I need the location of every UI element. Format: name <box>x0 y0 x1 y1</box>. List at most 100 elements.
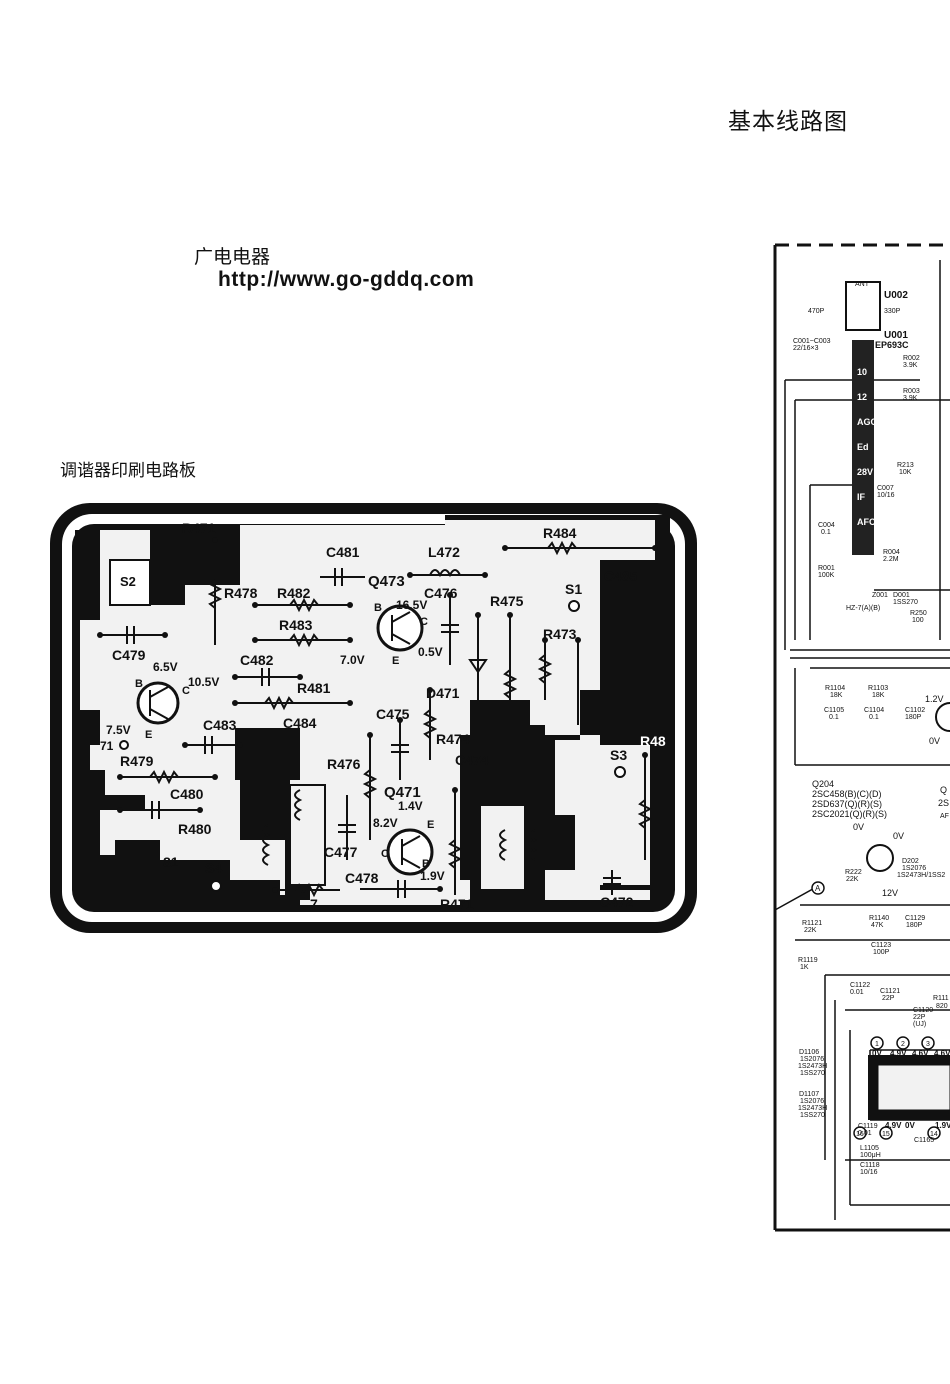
watermark-url: http://www.go-gddq.com <box>218 268 475 291</box>
sch-pv16: 4.9V <box>885 1121 902 1130</box>
label-pin-c2: C <box>182 685 190 697</box>
label-pin-c3: C <box>381 848 389 860</box>
sch-r250: R250 <box>910 610 927 617</box>
sch-ant: ANT <box>855 281 870 288</box>
svg-text:28V: 28V <box>857 467 873 477</box>
sch-c1129: C1129 <box>905 915 925 922</box>
sch-c001v: 22/16×3 <box>793 345 819 352</box>
test-point-s4 <box>210 880 222 892</box>
sch-p14: 14 <box>930 1131 938 1138</box>
sch-c1105: C1105 <box>824 707 844 714</box>
transistor-q471 <box>386 828 434 876</box>
sch-r1140: R1140 <box>869 915 889 922</box>
sch-q204a: 2SC458(B)(C)(D) <box>812 789 882 799</box>
label-v65: 6.5V <box>153 660 178 674</box>
sch-r1119: R1119 <box>798 957 818 964</box>
label-c475: C475 <box>376 706 410 722</box>
label-c477: C477 <box>324 844 358 860</box>
sch-p16: 16 <box>856 1131 864 1138</box>
label-pin-e3: E <box>427 819 434 831</box>
sch-c007: C007 <box>877 485 894 492</box>
sch-r250v: 100 <box>912 617 924 624</box>
label-c474: C474 <box>455 752 489 768</box>
sch-pv3: 4.6V <box>912 1049 929 1058</box>
pcb-title: 调谐器印刷电路板 <box>60 461 196 481</box>
sch-c1123v: 100P <box>873 949 890 956</box>
sch-r004v: 2.2M <box>883 556 899 563</box>
label-q473: Q473 <box>368 573 405 590</box>
sch-r1104v: 18K <box>830 692 843 699</box>
sch-rlabelv: 820 <box>936 1003 948 1010</box>
label-c485: C485 <box>604 568 638 584</box>
sch-r001: R001 <box>818 565 835 572</box>
sch-c1118v: 10/16 <box>860 1169 878 1176</box>
sch-c1119: C1119 <box>858 1123 878 1130</box>
sch-v12: 1.2V <box>925 694 944 704</box>
svg-text:10: 10 <box>857 367 867 377</box>
label-c481: C481 <box>326 544 360 560</box>
label-r478: R478 <box>224 585 258 601</box>
label-r482: R482 <box>277 585 311 601</box>
label-r48x: R48 <box>640 733 666 749</box>
label-s1: S1 <box>565 581 582 597</box>
sch-d202: D202 <box>902 858 919 865</box>
svg-text:AGC: AGC <box>857 417 878 427</box>
tuner-module <box>852 340 874 555</box>
label-c481b: 81 <box>163 854 179 870</box>
sch-r001v: 100K <box>818 572 835 579</box>
svg-text:IF: IF <box>857 492 866 502</box>
sch-c1104: C1104 <box>864 707 884 714</box>
label-c482: C482 <box>240 652 274 668</box>
sch-p3: 3 <box>926 1041 930 1048</box>
watermark-brand: 广电电器 <box>194 246 271 268</box>
transistor-q473 <box>376 604 424 652</box>
label-v14: 1.4V <box>398 799 423 813</box>
sch-c1118: C1118 <box>860 1162 880 1169</box>
label-r484: R484 <box>543 525 577 541</box>
label-v05: 0.5V <box>418 645 443 659</box>
label-v19: 1.9V <box>420 869 445 883</box>
sch-p2: 2 <box>901 1041 905 1048</box>
label-q471: Q471 <box>384 784 421 801</box>
label-pin-b3: B <box>422 858 430 870</box>
sch-rlabel: R111 <box>933 995 949 1002</box>
sch-l1105v: 100μH <box>860 1152 881 1159</box>
svg-text:Ed: Ed <box>857 442 869 452</box>
sch-v12b: 12V <box>882 888 898 898</box>
sch-p1: 1 <box>875 1041 879 1048</box>
sch-v0c: 0V <box>853 822 864 832</box>
sch-c1102v: 180P <box>905 714 922 721</box>
label-c484: C484 <box>283 715 317 731</box>
sch-c1120: C1120 <box>913 1007 933 1014</box>
sch-r213v: 10K <box>899 469 912 476</box>
sch-pv1: 0V <box>872 1049 882 1058</box>
label-r480: R480 <box>178 821 212 837</box>
sch-r003: R003 <box>903 388 920 395</box>
label-s2: S2 <box>120 574 136 589</box>
label-r475: R475 <box>490 593 524 609</box>
label-pin-e1: E <box>392 655 399 667</box>
label-s3: S3 <box>610 747 627 763</box>
label-v105: 10.5V <box>188 675 219 689</box>
sch-d1107c: 1SS270 <box>800 1112 825 1119</box>
sch-c1105v: 0.1 <box>829 714 839 721</box>
sch-r1103: R1103 <box>868 685 888 692</box>
label-c476: C476 <box>424 585 458 601</box>
sch-qc: AF <box>940 813 949 820</box>
test-point-s3 <box>614 766 626 778</box>
sch-c1119v: 0.01 <box>858 1130 872 1137</box>
svg-text:12: 12 <box>857 392 867 402</box>
label-r471: R471 <box>440 896 474 912</box>
sch-c004: C004 <box>818 522 835 529</box>
sch-c1104v: 0.1 <box>869 714 879 721</box>
label-pin-b1: B <box>374 602 382 614</box>
label-c478: C478 <box>345 870 379 886</box>
sch-c1122v: 0.01 <box>850 989 864 996</box>
sch-hz: HZ-7(A)(B) <box>846 605 880 612</box>
label-r476: R476 <box>327 756 361 772</box>
sch-d1106c: 1SS270 <box>800 1070 825 1077</box>
sch-p15: 15 <box>882 1131 890 1138</box>
test-point-71 <box>119 740 129 750</box>
sch-r003v: 3.9K <box>903 395 918 402</box>
sch-c1121v: 22P <box>882 995 895 1002</box>
